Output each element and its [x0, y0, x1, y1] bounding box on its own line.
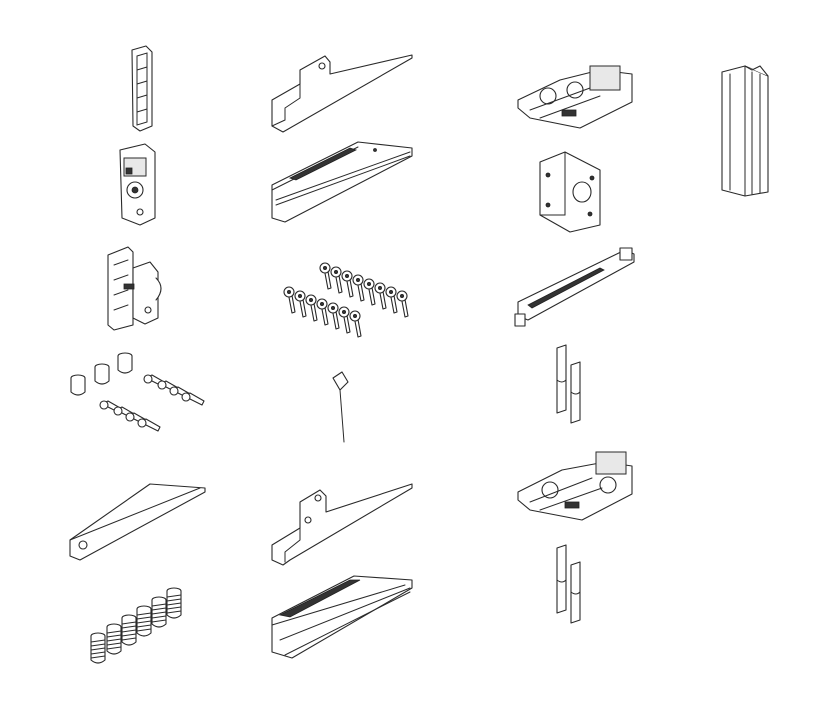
end-clip-icon [131, 45, 153, 132]
flat-bar-icon [69, 483, 206, 561]
shim-pair-icon [556, 544, 581, 624]
carriage-icon [517, 65, 633, 129]
spring-set-icon [90, 587, 182, 664]
bottom-rail-icon [271, 575, 413, 659]
screw-set-icon [283, 262, 409, 338]
profile-bracket-icon [271, 483, 413, 566]
angle-bracket-icon [539, 151, 601, 233]
soft-close-damper-icon [514, 247, 635, 327]
carriage-icon [517, 451, 633, 521]
vertical-profile-icon [721, 65, 769, 197]
hinge-icon [107, 246, 162, 331]
latch-icon [119, 143, 156, 226]
shim-pair-icon [556, 344, 581, 424]
top-rail-icon [271, 141, 413, 223]
hex-key-icon [332, 371, 349, 443]
spacers-and-screws-icon [70, 352, 205, 432]
profile-bracket-icon [271, 54, 413, 133]
